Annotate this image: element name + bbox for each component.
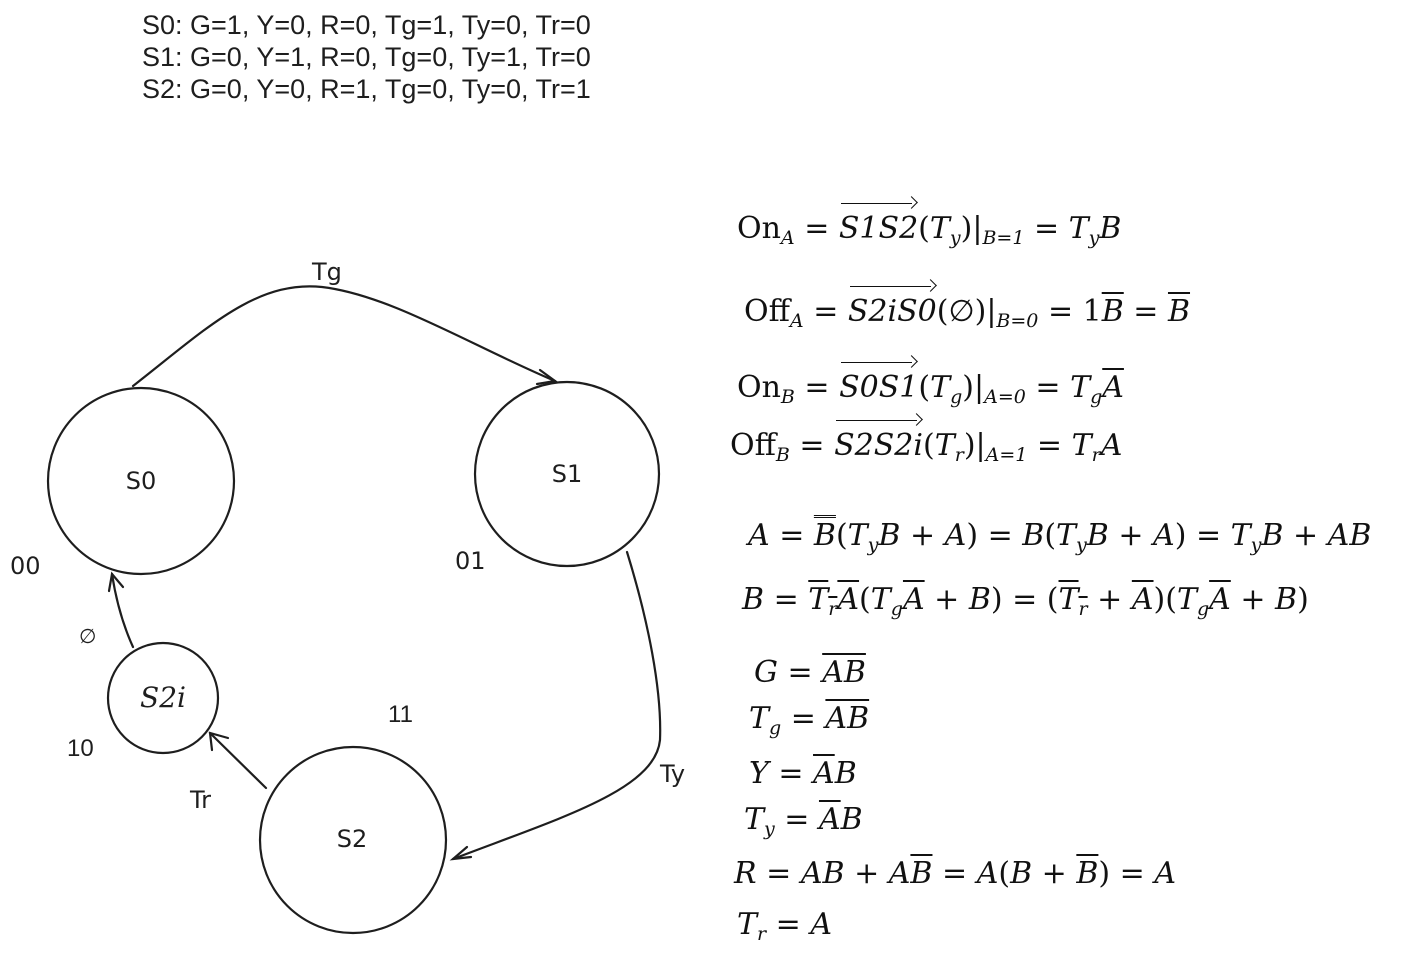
arrowhead-s2i <box>208 731 230 752</box>
state-s1-circle <box>473 380 661 568</box>
state-table-row-s2: S2: G=0, Y=0, R=1, Tg=0, Ty=0, Tr=1 <box>142 74 591 104</box>
state-s2-code: 11 <box>388 701 413 728</box>
arrowhead-s0 <box>107 571 125 593</box>
transition-s2i-s0-arrow <box>110 572 135 649</box>
state-s0-code: 00 <box>10 552 41 580</box>
transition-label-ty: Ty <box>659 760 685 788</box>
equation-on-b: OnB = S0S1(Tg)|A=0 = TgA <box>737 362 1124 408</box>
equation-on-a: OnA = S1S2(Ty)|B=1 = TyB <box>737 203 1122 249</box>
equation-off-a: OffA = S2iS0(∅)|B=0 = 1B = B <box>744 286 1191 332</box>
equation-y: Y = AB <box>749 756 857 791</box>
transition-label-empty: ∅ <box>79 624 96 648</box>
equation-tg: Tg = AB <box>749 701 870 739</box>
state-diagram: S0 S1 S2 S2i 00 01 11 10 Tg Ty Tr ∅ <box>10 258 685 935</box>
equation-g: G = AB <box>754 655 866 690</box>
equation-tr: Tr = A <box>737 907 832 945</box>
state-s2i-label: S2i <box>140 681 186 714</box>
transition-s1-s2-arrow <box>451 550 662 861</box>
state-s1-label: S1 <box>552 460 583 488</box>
state-s2i-code: 10 <box>67 735 94 762</box>
transition-s2-s2i-arrow <box>208 731 268 790</box>
state-s2i-circle <box>106 641 220 755</box>
state-s0-circle <box>46 386 236 576</box>
state-s2-circle <box>258 745 448 935</box>
transition-label-tg: Tg <box>311 258 342 286</box>
equation-a-next: A = B(TyB + A) = B(TyB + A) = TyB + AB <box>748 518 1372 556</box>
state-s0-label: S0 <box>126 467 157 495</box>
arrowhead-s2 <box>449 845 473 861</box>
equation-ty: Ty = AB <box>744 802 863 840</box>
state-s1-code: 01 <box>455 547 486 575</box>
equation-off-b: OffB = S2S2i(Tr)|A=1 = TrA <box>730 420 1123 466</box>
state-table-row-s0: S0: G=1, Y=0, R=0, Tg=1, Ty=0, Tr=0 <box>142 10 591 40</box>
state-table: S0: G=1, Y=0, R=0, Tg=1, Ty=0, Tr=0 S1: … <box>142 9 591 105</box>
transition-label-tr: Tr <box>189 786 211 814</box>
transition-s0-s1-arrow <box>131 285 557 388</box>
equation-b-next: B = TrA(TgA + B) = (Tr + A)(TgA + B) <box>742 582 1309 620</box>
arrowhead-s1 <box>535 368 558 386</box>
equation-r: R = AB + AB = A(B + B) = A <box>734 856 1176 891</box>
state-table-row-s1: S1: G=0, Y=1, R=0, Tg=0, Ty=1, Tr=0 <box>142 42 591 72</box>
state-s2-label: S2 <box>337 825 368 853</box>
